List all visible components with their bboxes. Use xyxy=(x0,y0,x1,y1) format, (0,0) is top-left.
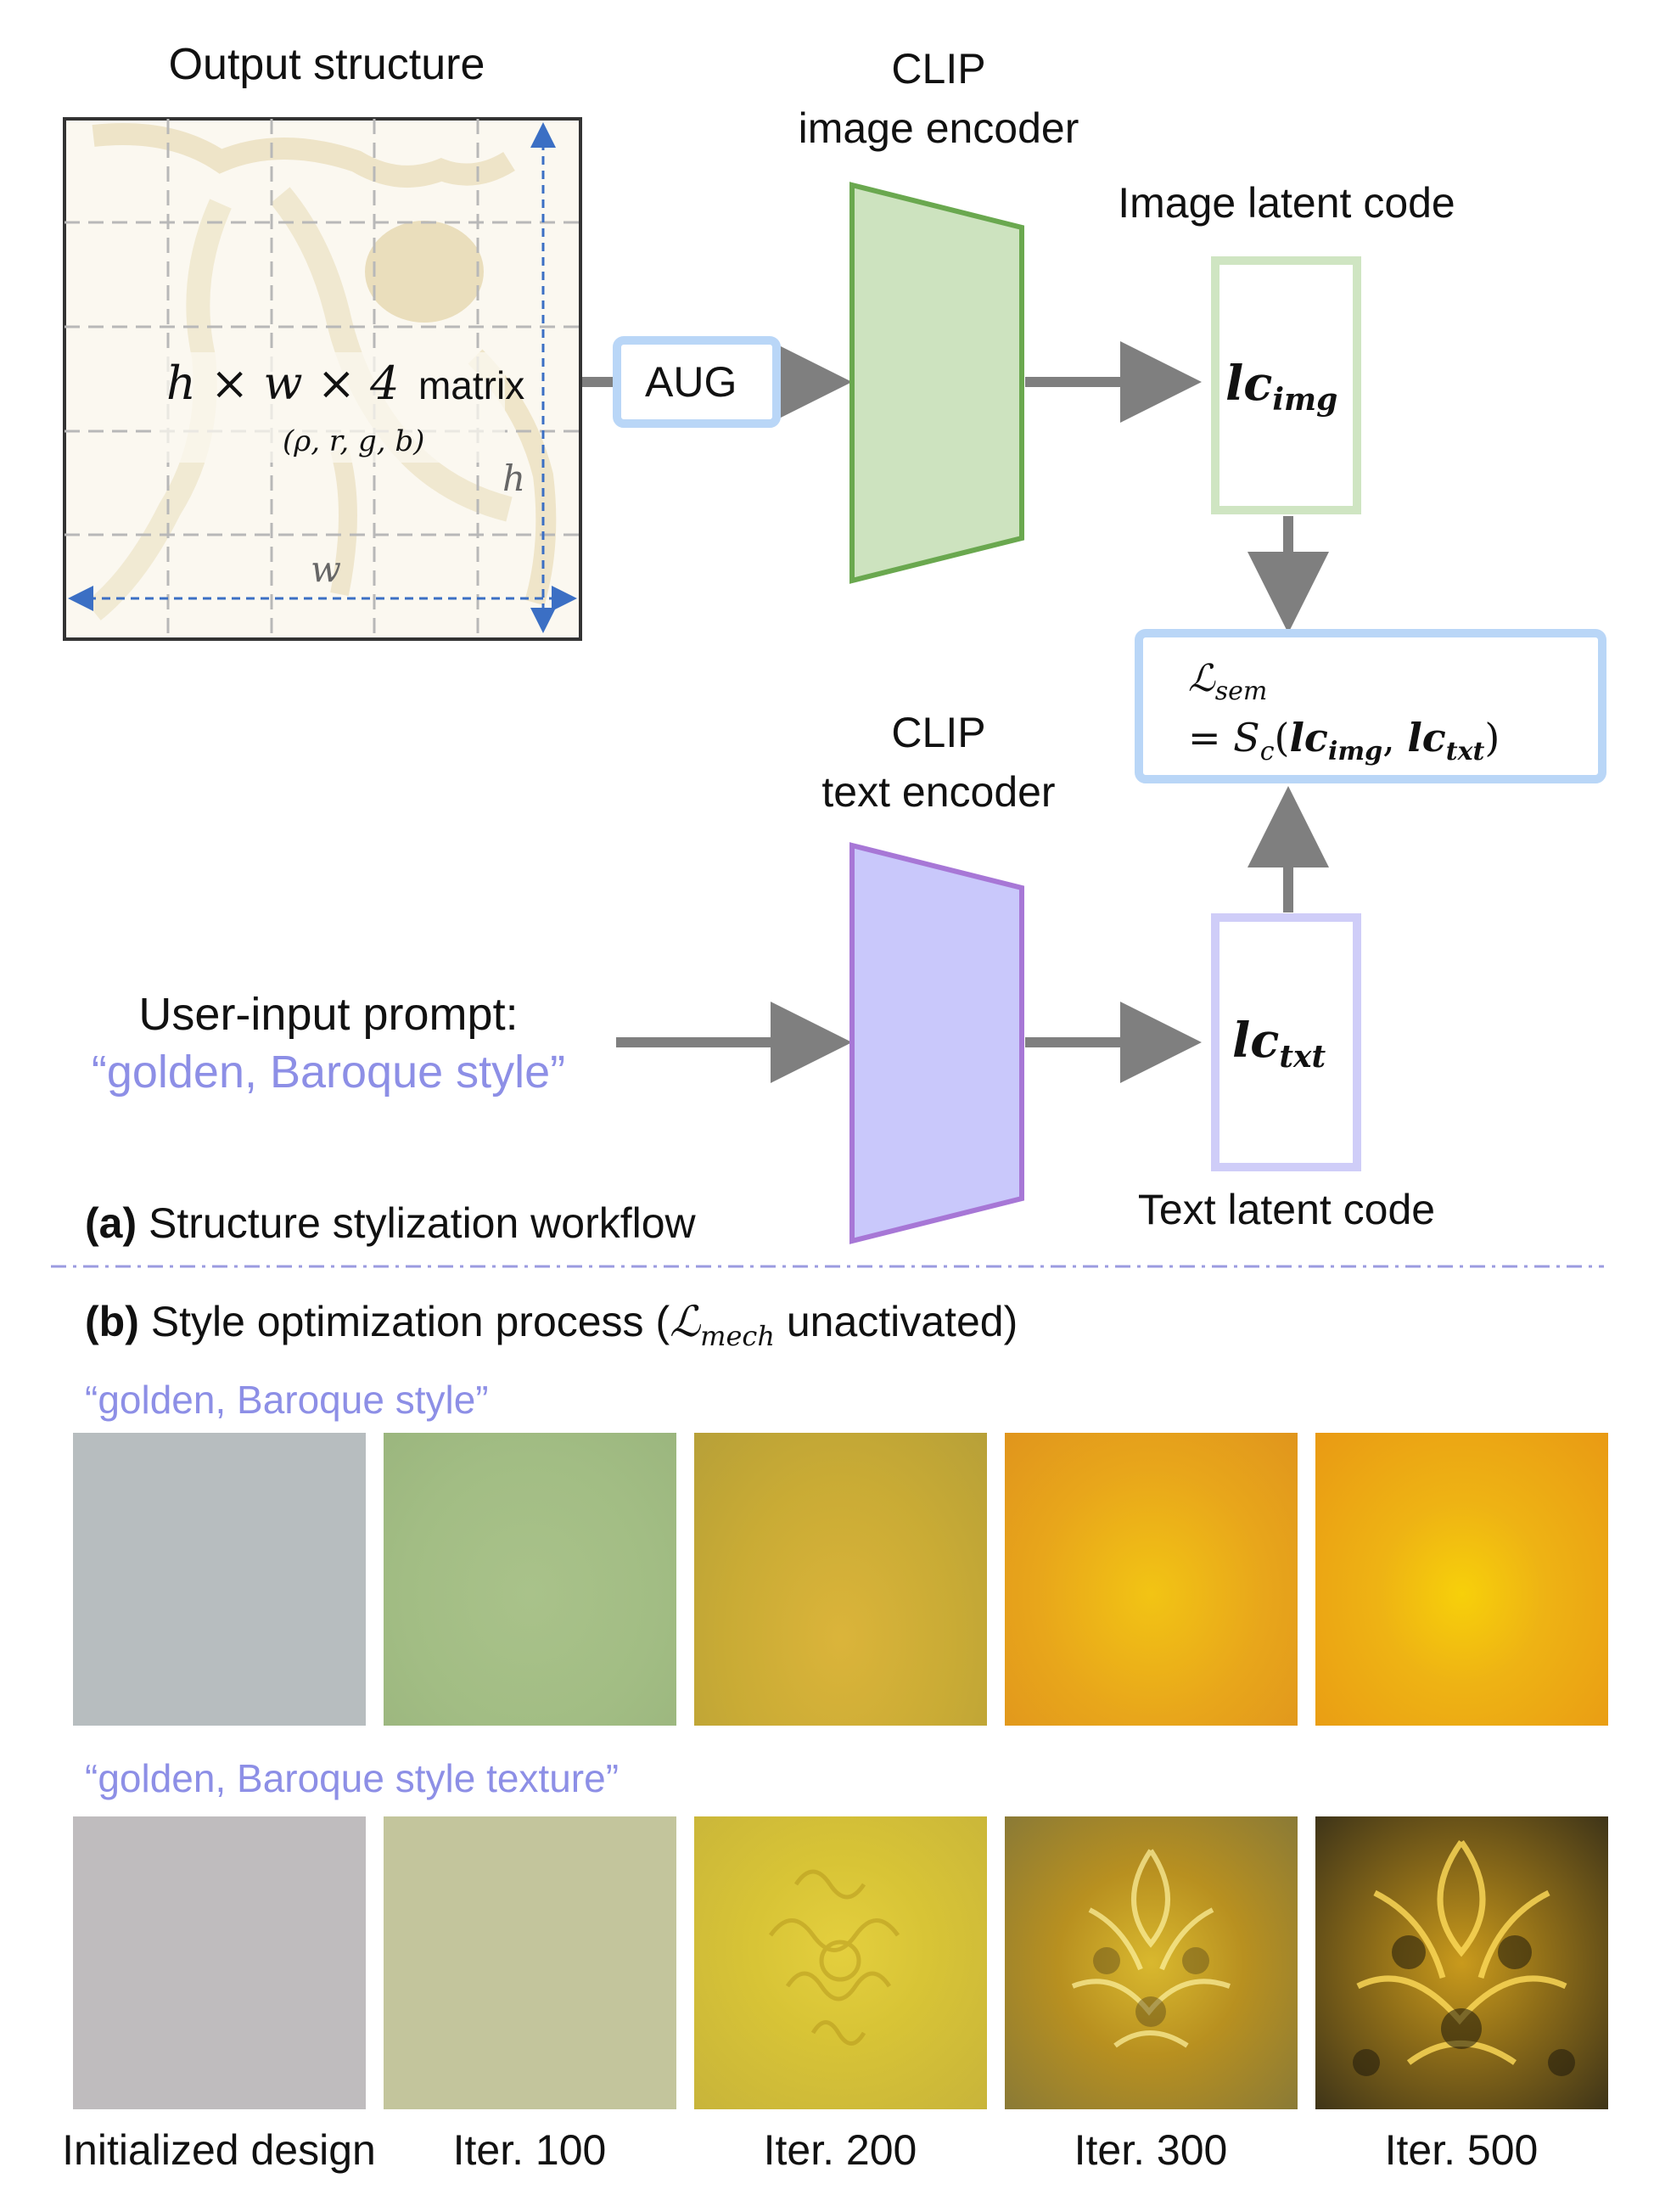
aug-box xyxy=(613,336,781,428)
text-encoder-title-2: text encoder xyxy=(821,768,1056,816)
output-structure-box xyxy=(63,117,582,641)
lc-img-symbol: lcimg xyxy=(1225,356,1338,418)
matrix-expression: h × w × 4 xyxy=(166,357,400,410)
text-latent-code-box xyxy=(1211,913,1361,1171)
caption-b: (b) Style optimization process (ℒmech un… xyxy=(85,1297,1018,1352)
image-latent-code-box xyxy=(1211,256,1361,514)
iteration-label-3: Iter. 300 xyxy=(1074,2126,1228,2174)
matrix-channels: (ρ, r, g, b) xyxy=(283,424,425,458)
loss-line-1: ℒsem xyxy=(1188,657,1268,706)
user-prompt-label: User-input prompt: xyxy=(138,989,519,1040)
row2-tile-iter200 xyxy=(694,1816,987,2109)
iteration-label-1: Iter. 100 xyxy=(452,2126,607,2174)
output-structure-label: Output structure xyxy=(168,40,485,89)
image-latent-code-label: Image latent code xyxy=(1118,179,1455,227)
lc-txt-symbol: lctxt xyxy=(1232,1013,1326,1075)
iteration-label-0: Initialized design xyxy=(62,2126,376,2174)
clip-image-encoder-shape xyxy=(849,182,1024,584)
loss-line-2: = Sc(lcimg, lctxt) xyxy=(1188,715,1500,767)
aug-label: AUG xyxy=(645,358,737,406)
row2-tile-iter100 xyxy=(384,1816,676,2109)
image-encoder-title-2: image encoder xyxy=(798,104,1079,152)
flow-arrows xyxy=(582,341,1329,1083)
iteration-label-2: Iter. 200 xyxy=(763,2126,917,2174)
iter500-texture xyxy=(1353,1839,1575,2076)
semantic-loss-box xyxy=(1135,629,1606,783)
matrix-word: matrix xyxy=(418,363,525,407)
clip-text-encoder-shape xyxy=(849,842,1024,1244)
row1-tile-iter500 xyxy=(1315,1433,1608,1726)
caption-a-tag: (a) xyxy=(85,1199,137,1247)
row1-tile-iter100 xyxy=(384,1433,676,1726)
width-symbol: w xyxy=(311,548,341,590)
height-symbol: h xyxy=(502,458,526,499)
row1-prompt: “golden, Baroque style” xyxy=(85,1378,489,1422)
iter300-texture xyxy=(1071,1849,1231,2048)
row1-tile-initialized xyxy=(73,1433,366,1726)
image-encoder-title-1: CLIP xyxy=(891,45,986,93)
iteration-label-4: Iter. 500 xyxy=(1384,2126,1539,2174)
iter200-texture xyxy=(768,1869,900,2046)
caption-a: (a) Structure stylization workflow xyxy=(85,1202,696,1244)
row2-tile-iter500 xyxy=(1315,1816,1608,2109)
row2-prompt: “golden, Baroque style texture” xyxy=(85,1756,620,1800)
row2-tile-iter300 xyxy=(1005,1816,1298,2109)
matrix-dimension-label: h × w × 4 matrix xyxy=(166,361,524,407)
user-prompt-text: “golden, Baroque style” xyxy=(91,1047,566,1098)
row1-tile-iter300 xyxy=(1005,1433,1298,1726)
text-encoder-title-1: CLIP xyxy=(891,709,986,756)
workflow-diagram xyxy=(51,117,1606,1268)
caption-a-text: Structure stylization workflow xyxy=(149,1199,696,1247)
row1-tile-iter200 xyxy=(694,1433,987,1726)
row2-tile-initialized xyxy=(73,1816,366,2109)
text-latent-code-label: Text latent code xyxy=(1137,1186,1436,1233)
